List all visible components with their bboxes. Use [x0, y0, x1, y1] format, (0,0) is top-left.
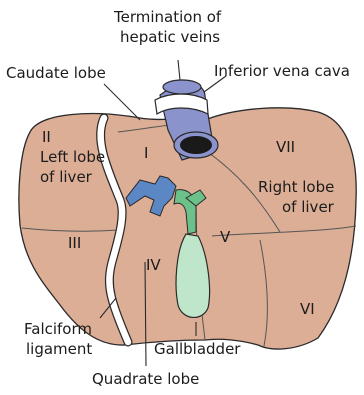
- segment-label-VII: VII: [276, 138, 295, 156]
- label-gallbladder: Gallbladder: [154, 340, 241, 358]
- label-right-lobe-line1: Right lobe: [258, 178, 334, 196]
- label-falciform-line2: ligament: [26, 340, 92, 358]
- label-termination-line2: hepatic veins: [120, 28, 220, 46]
- label-falciform-line1: Falciform: [24, 320, 92, 338]
- label-ivc: Inferior vena cava: [214, 62, 350, 80]
- segment-label-I: I: [144, 144, 148, 162]
- segment-label-III: III: [68, 234, 81, 252]
- segment-label-V: V: [220, 228, 231, 246]
- label-caudate: Caudate lobe: [6, 64, 106, 82]
- label-left-lobe-line2: of liver: [40, 168, 93, 186]
- leader-termination: [178, 60, 180, 80]
- label-right-lobe-line2: of liver: [282, 198, 335, 216]
- label-left-lobe-line1: Left lobe: [40, 148, 105, 166]
- segment-label-II: II: [42, 128, 51, 146]
- segment-label-IV: IV: [146, 256, 161, 274]
- label-termination-line1: Termination of: [113, 8, 222, 26]
- segment-label-VI: VI: [300, 300, 315, 318]
- label-quadrate: Quadrate lobe: [92, 370, 199, 388]
